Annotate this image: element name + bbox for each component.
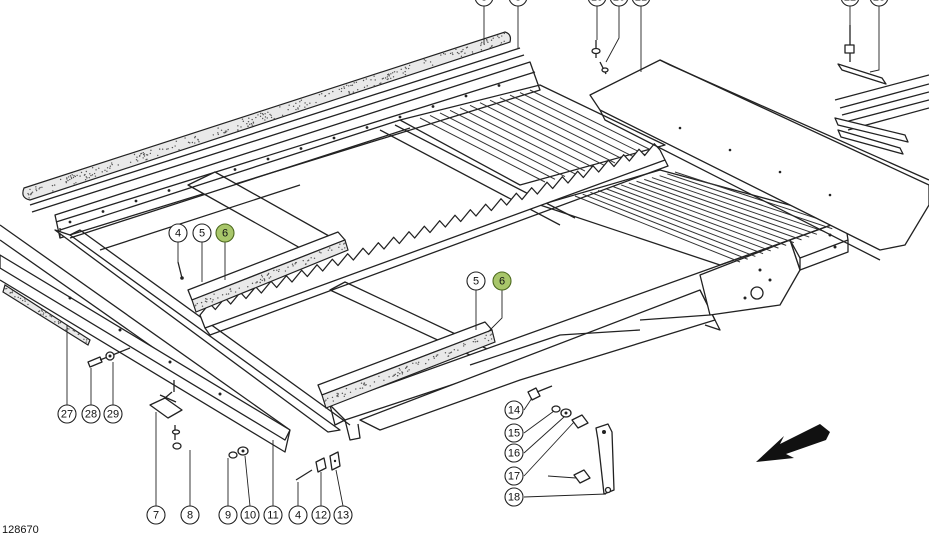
callout-label: 15 (508, 428, 520, 440)
callout-label: 28 (85, 409, 97, 421)
seal-strip-left (187, 231, 349, 313)
hardware-4-12-13 (295, 451, 341, 481)
callout-label: 12 (315, 510, 327, 522)
callout-22: 22 (840, 0, 860, 7)
callout-label: 6 (499, 276, 505, 288)
side-cover-panel (589, 59, 929, 261)
callout-label: 10 (244, 510, 256, 522)
callout-label: 11 (267, 510, 278, 522)
callout-label: 17 (508, 471, 520, 483)
callout-3: 3 (474, 0, 494, 7)
callout-label: 6 (222, 228, 228, 240)
callout-5: 5 (192, 223, 212, 243)
callout-23: 23 (869, 0, 889, 7)
screw-4-top (177, 261, 184, 280)
callout-8: 8 (180, 505, 200, 525)
callout-label: 5 (473, 276, 479, 288)
callout-label: 27 (61, 409, 73, 421)
callout-18: 18 (504, 487, 524, 507)
drawing-number: 128670 (2, 524, 39, 536)
callout-label: 21 (635, 0, 647, 4)
top-side-rail (29, 47, 541, 239)
link-assembly-14-18 (527, 385, 615, 495)
hardware-19-20 (591, 40, 609, 75)
toothed-bar (199, 143, 669, 336)
callout-label: 7 (153, 510, 159, 522)
arrow-down-left-icon (756, 424, 830, 462)
callout-4: 4 (168, 223, 188, 243)
nut-washer-9-10 (228, 446, 249, 459)
callout-label: 18 (508, 492, 520, 504)
callout-label: 16 (508, 448, 520, 460)
callout-20: 20 (609, 0, 629, 7)
callout-3: 3 (508, 0, 528, 7)
seal-strip-right (317, 321, 496, 409)
callout-label: 13 (337, 510, 349, 522)
callouts: 3 3 19 20 21 22 23 4 5 6 5 6 27 28 29 14 15 16 17 18 7 8 9 10 11… (57, 0, 889, 525)
callout-label: 4 (175, 228, 181, 240)
callout-10: 10 (240, 505, 260, 525)
callout-label: 22 (844, 0, 856, 4)
callout-27: 27 (57, 404, 77, 424)
upper-sieve (399, 84, 666, 186)
leader-lines (66, 4, 880, 507)
callout-label: 14 (508, 405, 520, 417)
callout-17: 17 (504, 466, 524, 486)
callout-label: 19 (591, 0, 603, 4)
callout-29: 29 (103, 404, 123, 424)
callout-11: 11 (263, 505, 283, 525)
callout-21: 21 (631, 0, 651, 7)
callout-6: 6 (215, 223, 235, 243)
callout-13: 13 (333, 505, 353, 525)
callout-16: 16 (504, 443, 524, 463)
callout-15: 15 (504, 423, 524, 443)
callout-label: 5 (199, 228, 205, 240)
callout-9: 9 (218, 505, 238, 525)
callout-14: 14 (504, 400, 524, 420)
hinge-bracket-7 (149, 380, 183, 450)
callout-6: 6 (492, 271, 512, 291)
top-right-sieve-detail (834, 25, 929, 155)
callout-label: 23 (873, 0, 885, 4)
callout-label: 3 (481, 0, 487, 4)
callout-label: 4 (295, 510, 301, 522)
callout-label: 9 (225, 510, 231, 522)
bolt-28-washer-29 (87, 347, 131, 368)
callout-label: 8 (187, 510, 193, 522)
top-foam-strip (22, 31, 512, 201)
callout-label: 29 (107, 409, 119, 421)
callout-19: 19 (587, 0, 607, 7)
callout-12: 12 (311, 505, 331, 525)
callout-28: 28 (81, 404, 101, 424)
callout-label: 3 (515, 0, 521, 4)
callout-7: 7 (146, 505, 166, 525)
main-frame (54, 119, 849, 441)
left-side-rail (0, 224, 291, 453)
callout-label: 20 (613, 0, 625, 4)
callout-5: 5 (466, 271, 486, 291)
callout-4: 4 (288, 505, 308, 525)
